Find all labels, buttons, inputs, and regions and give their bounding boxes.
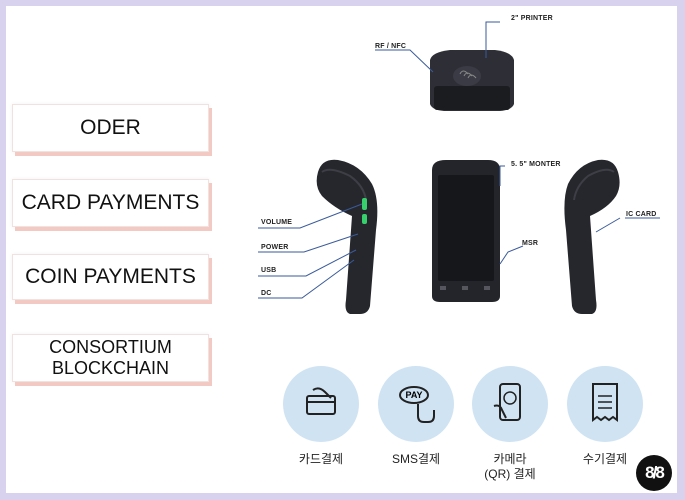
- label-usb: USB: [261, 267, 277, 274]
- caption-line: 수기결제: [582, 452, 628, 466]
- label-dc: DC: [261, 290, 272, 297]
- menu-card-coin-payments[interactable]: COIN PAYMENTS: [12, 254, 209, 300]
- menu-card-card-payments[interactable]: CARD PAYMENTS: [12, 179, 209, 227]
- payment-qr-circle[interactable]: [472, 366, 548, 442]
- pay-icon-text: PAY: [405, 390, 422, 400]
- label-ic-card: IC CARD: [626, 211, 657, 218]
- payment-qr-caption: 카메라 (QR) 결제: [460, 452, 560, 482]
- right-side-device-image: [564, 159, 620, 314]
- payment-card-caption: 카드결제: [271, 452, 371, 467]
- caption-line: 카메라: [493, 452, 527, 466]
- menu-card-order[interactable]: ODER: [12, 104, 209, 152]
- menu-card-label-line-2: BLOCKCHAIN: [51, 358, 169, 378]
- card-hand-icon: [306, 387, 336, 415]
- printer-device-image: [430, 50, 514, 111]
- receipt-icon: [592, 383, 618, 422]
- label-rf-nfc: RF / NFC: [375, 43, 407, 50]
- pay-button-icon: PAY: [399, 386, 435, 423]
- brand-logo: 8/8: [636, 455, 672, 491]
- payment-manual-caption: 수기결제: [555, 452, 655, 467]
- caption-line: 카드결제: [298, 452, 344, 466]
- menu-card-consortium-blockchain[interactable]: CONSORTIUM BLOCKCHAIN: [12, 334, 209, 382]
- label-msr: MSR: [522, 240, 539, 247]
- label-printer: 2" PRINTER: [511, 15, 553, 22]
- callout-lines: [258, 21, 660, 299]
- payment-manual-circle[interactable]: [567, 366, 643, 442]
- qr-phone-icon: [493, 383, 521, 421]
- payment-sms-caption: SMS결제: [366, 452, 466, 467]
- caption-line-2: (QR) 결제: [484, 467, 536, 481]
- label-power: POWER: [261, 244, 289, 251]
- caption-line: SMS결제: [391, 452, 441, 466]
- label-monitor: 5. 5" MONTER: [511, 161, 561, 168]
- payment-card-circle[interactable]: [283, 366, 359, 442]
- label-volume: VOLUME: [261, 219, 293, 226]
- menu-card-label: ODER: [80, 116, 141, 139]
- front-device-image: [432, 160, 500, 302]
- nfc-icon: [459, 70, 477, 79]
- menu-card-label-line-1: CONSORTIUM: [49, 337, 172, 357]
- left-side-device-image: [316, 159, 378, 314]
- menu-card-label: CARD PAYMENTS: [21, 191, 200, 214]
- menu-card-label: COIN PAYMENTS: [25, 265, 196, 288]
- payment-sms-circle[interactable]: PAY: [378, 366, 454, 442]
